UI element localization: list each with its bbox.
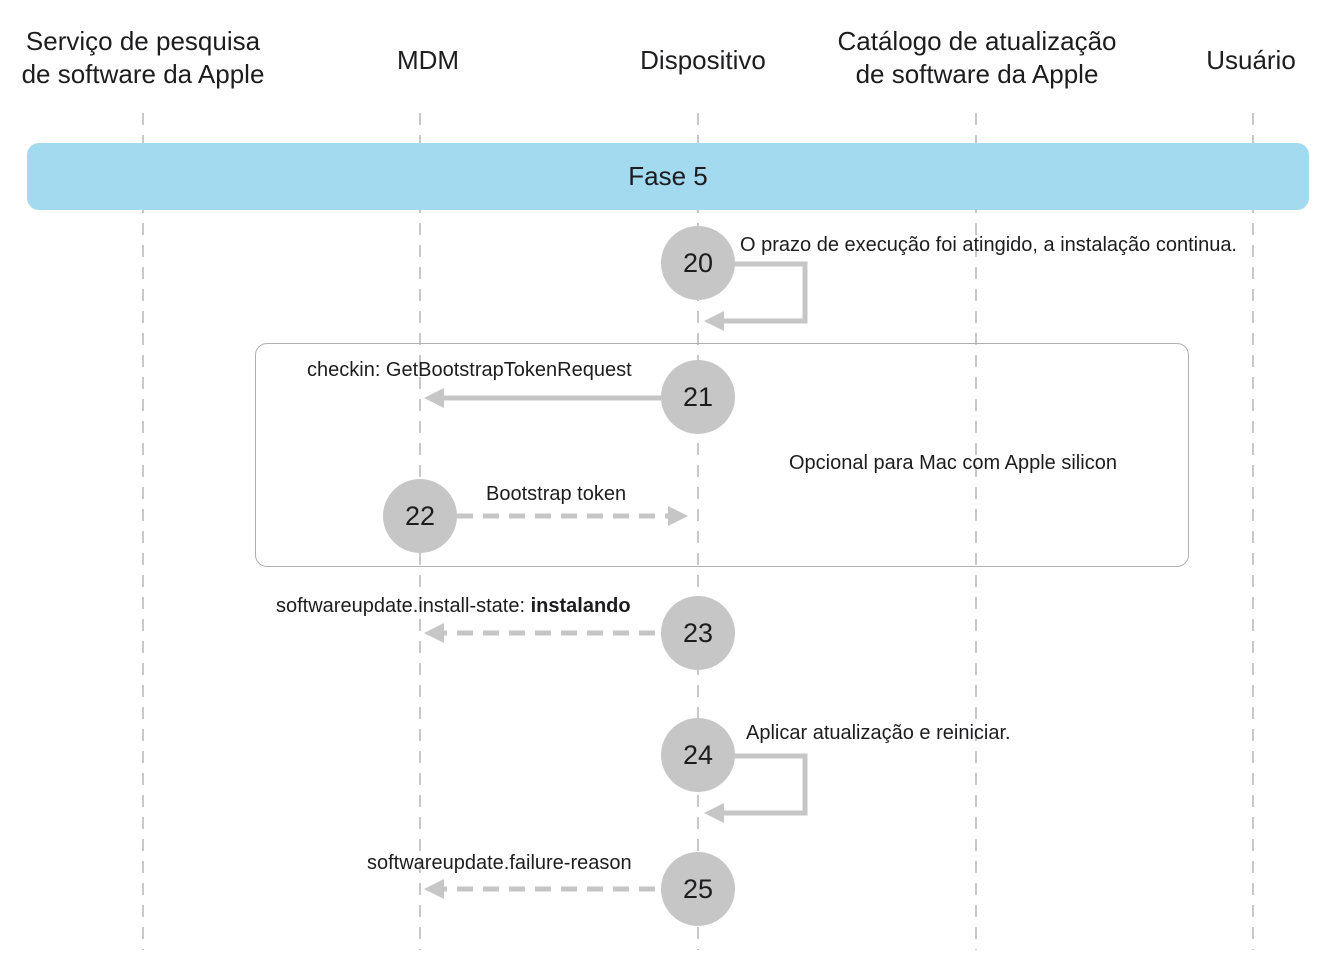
lane-title-device: Dispositivo	[640, 44, 766, 77]
step-23-label-bold: instalando	[530, 595, 631, 617]
step-22-label: Bootstrap token	[486, 483, 627, 505]
optional-group-label: Opcional para Mac com Apple silicon	[789, 452, 1117, 474]
step-25-circle: 25	[661, 852, 735, 926]
step-number: 22	[404, 500, 436, 531]
step-25-label: softwareupdate.failure-reason	[367, 852, 632, 874]
step-23-label-prefix: softwareupdate.install-state:	[276, 595, 531, 617]
self-arrow-20	[704, 261, 808, 331]
lane-title-user: Usuário	[1206, 44, 1296, 77]
step-number: 21	[682, 381, 714, 412]
lane-title-line: de software da Apple	[21, 59, 265, 89]
lane-title-mdm: MDM	[397, 44, 459, 77]
step-23-circle: 23	[661, 596, 735, 670]
phase-band: Fase 5	[27, 143, 1309, 210]
step-22-circle: 22	[383, 479, 457, 553]
self-arrow-24	[704, 753, 808, 823]
optional-group-box	[255, 343, 1189, 567]
step-number: 20	[682, 247, 714, 278]
lane-title-line: MDM	[396, 45, 460, 75]
lane-title-line: de software da Apple	[855, 59, 1099, 89]
step-21-label: checkin: GetBootstrapTokenRequest	[307, 359, 632, 381]
step-23-label: softwareupdate.install-state: instalando	[276, 594, 631, 618]
step-20-label: O prazo de execução foi atingido, a inst…	[740, 234, 1237, 256]
step-21-circle: 21	[661, 360, 735, 434]
lane-title-catalog: Catálogo de atualização de software da A…	[838, 25, 1117, 91]
step-20-circle: 20	[661, 226, 735, 300]
lane-title-line: Dispositivo	[640, 45, 766, 75]
step-number: 25	[682, 873, 714, 904]
lane-title-line: Usuário	[1206, 45, 1296, 75]
lane-title-line: Serviço de pesquisa	[25, 26, 261, 56]
step-24-circle: 24	[661, 718, 735, 792]
step-number: 24	[682, 739, 714, 770]
lane-title-line: Catálogo de atualização	[837, 26, 1117, 56]
phase-label: Fase 5	[628, 161, 708, 191]
lane-title-apple-search: Serviço de pesquisa de software da Apple	[22, 25, 265, 91]
step-24-label: Aplicar atualização e reiniciar.	[746, 722, 1011, 744]
step-number: 23	[682, 617, 714, 648]
